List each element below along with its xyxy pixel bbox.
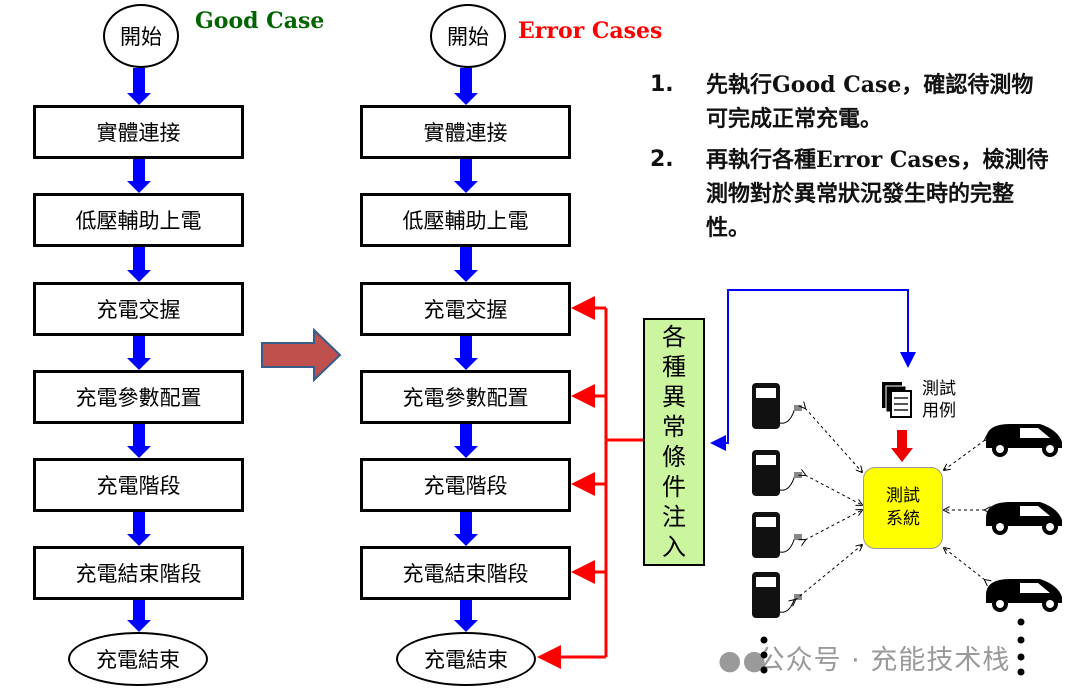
error-cases-title: Error Cases [518,18,663,44]
flow-arrow [454,600,478,632]
test-case-arrow [891,430,913,462]
flow-arrow [454,68,478,105]
flow-step: 充電交握 [33,282,244,336]
flow-arrow [127,68,151,105]
flow-step: 充電階段 [360,458,571,512]
connection-line [795,545,862,600]
flow-arrow [127,247,151,282]
connection-line [805,408,862,472]
charger-icon [752,450,802,496]
notes-list: 1. 先執行Good Case，確認待測物可完成正常充電。 2. 再執行各種Er… [650,68,1051,252]
flow-step: 充電結束階段 [360,546,571,600]
flow-arrow [127,512,151,546]
note-number: 2. [650,147,674,172]
flow-step: 充電結束階段 [33,546,244,600]
injection-char: 種 [662,353,686,381]
good-end-node: 充電結束 [68,632,208,686]
injection-char: 入 [662,533,686,561]
test-case-label: 測試用例 [922,379,956,421]
vehicle-icon [986,424,1062,457]
vehicle-icon [986,502,1062,535]
flow-arrow [454,512,478,546]
note-item: 1. 先執行Good Case，確認待測物可完成正常充電。 [650,68,1051,137]
ellipsis-dot [1017,668,1025,676]
charger-icon [752,572,802,618]
flow-arrow [454,424,478,458]
charger-icon [752,512,802,558]
error-start-node: 開始 [430,4,506,68]
feedback-line [710,289,909,451]
charger-icon [752,383,802,429]
flow-step: 充電參數配置 [33,370,244,424]
flow-step: 充電階段 [33,458,244,512]
vehicle-icon [986,579,1062,612]
flow-step: 實體連接 [33,105,244,159]
note-text: 再執行各種Error Cases，檢測待測物對於異常狀況發生時的完整性。 [706,147,1049,241]
ellipsis-dot [760,666,768,674]
note-text: 先執行Good Case，確認待測物可完成正常充電。 [706,72,1034,132]
ellipsis-dot [760,636,768,644]
flow-arrow [127,336,151,370]
abnormal-condition-injection-box: 各種異常條件注入 [643,318,705,566]
watermark: ●● 公众号 · 充能技术栈 [718,645,1011,676]
test-system-box: 測試系統 [863,467,943,549]
documents-icon [882,382,912,418]
injection-char: 異 [662,383,686,411]
injection-char: 注 [662,503,686,531]
flow-step: 充電交握 [360,282,571,336]
flow-step: 低壓輔助上電 [33,193,244,247]
injection-char: 條 [662,443,686,471]
flow-arrow [454,247,478,282]
flow-step: 實體連接 [360,105,571,159]
flow-step: 低壓輔助上電 [360,193,571,247]
transition-arrow [261,327,342,383]
error-end-node: 充電結束 [396,632,536,686]
connection-line [944,548,985,580]
injection-char: 件 [662,473,686,501]
flow-arrow [454,336,478,370]
connection-line [805,510,862,540]
note-item: 2. 再執行各種Error Cases，檢測待測物對於異常狀況發生時的完整性。 [650,143,1051,246]
flow-arrow [454,159,478,193]
injection-lines [537,296,643,669]
flow-arrow [127,424,151,458]
ellipsis-dot [1017,653,1025,661]
connection-line [805,475,862,505]
injection-char: 常 [662,413,686,441]
good-start-node: 開始 [103,4,179,68]
ellipsis-dot [760,651,768,659]
ellipsis-dot [1017,636,1025,644]
flow-arrow [127,159,151,193]
good-case-title: Good Case [195,8,325,34]
ellipsis-dot [1017,618,1025,626]
injection-char: 各 [662,323,686,351]
flow-arrow [127,600,151,632]
flow-step: 充電參數配置 [360,370,571,424]
connection-line [944,440,985,470]
note-number: 1. [650,72,674,97]
